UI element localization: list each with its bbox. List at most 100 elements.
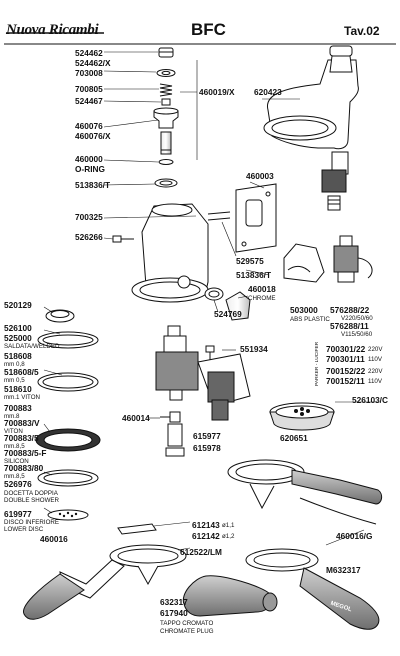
part-o-ring [158,159,174,165]
label-mm85b: mm.8,5 [4,473,25,480]
label-saldata: SALDATA/WELDED [4,343,60,350]
label-524462: 524462 [75,48,103,58]
label-460016: 460016 [40,534,68,544]
part-700805-spring [159,83,173,97]
label-chromate-plug: CHROMATE PLUG [160,628,214,635]
brand-logo: Nuova Ricambi [6,22,99,38]
label-parker-lucifer: PARKER - LUCIFER [315,341,320,386]
label-o-ring: O-RING [75,164,105,174]
label-o12: ø1,2 [222,533,235,540]
label-v220b: 220V [368,368,383,375]
part-460018-fitting [225,291,251,321]
part-503000-pump-cover [283,243,325,283]
part-576288-solenoid [333,235,373,283]
label-700301-22: 700301/22 [326,344,366,354]
label-460000: 460000 [75,154,103,164]
part-connector-plug [197,353,251,421]
label-doccetta: DOCETTA DOPPIA [4,490,58,497]
label-619977: 619977 [4,509,32,519]
part-460076 [153,110,179,129]
label-518608: 518608 [4,351,32,361]
label-mm08: mm 0,8 [4,361,25,368]
label-525000: 525000 [4,333,32,343]
label-v110b: 110V [368,378,382,385]
label-460018: 460018 [248,284,276,294]
label-526103c: 526103/C [352,395,388,405]
label-617940: 617940 [160,608,188,618]
label-612143: 612143 [192,520,220,530]
label-chrome: CHROME [248,295,276,302]
label-524467: 524467 [75,96,103,106]
label-viton: VITON [4,428,23,435]
label-703008: 703008 [75,68,103,78]
label-620423: 620423 [254,87,282,97]
label-551934: 551934 [240,344,268,354]
label-520129: 520129 [4,300,32,310]
label-m632317: M632317 [326,565,361,575]
label-524462x: 524462/X [75,58,111,68]
label-mm1viton: mm.1 VITON [4,394,40,401]
label-632317: 632317 [160,597,188,607]
label-700883-5f: 700883/5-F [4,448,47,458]
part-612522lm-portafilter [109,544,187,586]
part-612143-spout [117,523,157,535]
label-612142: 612142 [192,531,220,541]
label-double-shower: DOUBLE SHOWER [4,497,60,504]
part-460014-fitting [160,411,185,457]
label-620651: 620651 [280,433,308,443]
label-v110a: 110V [368,356,382,363]
part-632317-handle [182,575,278,617]
label-524769: 524769 [214,309,242,319]
label-700883-5: 700883/5 [4,433,39,443]
part-460016g-portafilter [227,459,383,525]
label-700325: 700325 [75,212,103,222]
part-460019x-body [131,203,231,303]
label-615977: 615977 [193,431,221,441]
label-460076: 460076 [75,121,103,131]
label-700152-22: 700152/22 [326,366,366,376]
plate-number: Tav.02 [344,24,380,38]
label-silicon: SILICON [4,458,29,465]
model-title: BFC [191,20,226,39]
label-700805: 700805 [75,84,103,94]
label-460014: 460014 [122,413,150,423]
label-460003: 460003 [246,171,274,181]
part-620423-group-head [263,45,359,211]
label-576288-11: 576288/11 [330,321,369,331]
label-700301-11: 700301/11 [326,354,365,364]
label-mm8a: mm.8 [4,413,20,420]
label-v115: V115/50/60 [341,331,373,338]
part-526103c-basket [269,402,335,431]
label-700883v: 700883/V [4,418,40,428]
part-460000 [160,131,172,155]
label-o11: ø1,1 [222,522,235,529]
label-513836t-left: 513836/T [75,180,111,190]
label-700883-80: 700883/80 [4,463,44,473]
label-v220: V220/50/60 [341,315,373,322]
label-615978: 615978 [193,443,221,453]
part-700301-valve [155,325,199,401]
part-460016-handle [23,559,125,620]
label-lower-disc: LOWER DISC [4,526,44,533]
label-700883: 700883 [4,403,32,413]
label-abs-plastic: ABS PLASTIC [290,316,330,323]
label-v220a: 220V [368,346,383,353]
label-529575: 529575 [236,256,264,266]
part-526266-screw [112,235,134,243]
label-612522lm: 612522/LM [180,547,222,557]
label-700152-11: 700152/11 [326,376,365,386]
label-460076x: 460076/X [75,131,111,141]
label-503000: 503000 [290,305,318,315]
part-460003-bracket [235,183,277,253]
label-526976: 526976 [4,479,32,489]
label-513836t: 513836/T [236,270,272,280]
part-m632317-portafilter [245,548,380,630]
label-576288-22: 576288/22 [330,305,370,315]
label-mm05: mm 0,5 [4,377,25,384]
label-460019x: 460019/X [199,87,235,97]
label-518610: 518610 [4,384,32,394]
label-526266: 526266 [75,232,103,242]
label-disco: DISCO INFERIORE [4,519,60,526]
